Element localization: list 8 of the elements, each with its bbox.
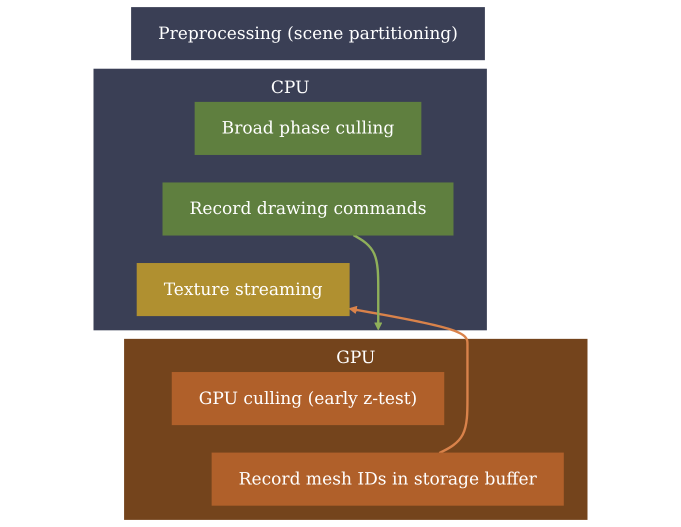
node-box: Record mesh IDs in storage buffer [212, 452, 564, 506]
node-box: Broad phase culling [194, 102, 422, 155]
node-box: Texture streaming [136, 263, 350, 316]
arrow [352, 234, 382, 330]
node-box: Preprocessing (scene partitioning) [131, 7, 485, 60]
node-box: GPU culling (early z-test) [172, 372, 444, 426]
arrow [348, 306, 469, 454]
node-box: Record drawing commands [162, 182, 454, 236]
